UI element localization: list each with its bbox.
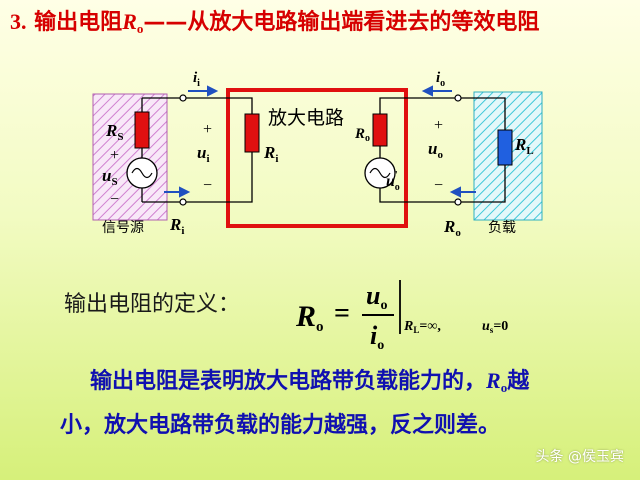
output-resistance-formula: Ro = uo io RL=∞, us=0 bbox=[295, 280, 508, 353]
input-plus: + bbox=[203, 121, 212, 138]
input-resistor-label: Ri bbox=[263, 143, 278, 165]
source-ac-icon bbox=[126, 157, 158, 189]
amplifier-label: 放大电路 bbox=[268, 107, 344, 129]
input-terminal-top bbox=[179, 94, 187, 102]
input-resistor bbox=[244, 113, 260, 153]
formula-lhs: Ro bbox=[295, 300, 324, 335]
source-resistor bbox=[134, 111, 150, 149]
formula-condition-source: us=0 bbox=[482, 319, 508, 335]
input-current-label: ii bbox=[193, 70, 200, 89]
output-plus: + bbox=[434, 117, 443, 134]
internal-source-label: u'o bbox=[386, 170, 400, 193]
output-terminal-top bbox=[454, 94, 462, 102]
formula-equals: = bbox=[334, 298, 350, 329]
description: 输出电阻是表明放大电路带负载能力的，Ro越 小，放大电路带负载的能力越强，反之则… bbox=[60, 362, 600, 445]
output-minus: − bbox=[434, 177, 443, 194]
description-line-1: 输出电阻是表明放大电路带负载能力的，Ro越 bbox=[60, 362, 600, 407]
output-resistor-label: Ro bbox=[354, 126, 370, 144]
load-resistor bbox=[497, 129, 513, 166]
title-symbol-sub: o bbox=[136, 21, 144, 36]
output-current-label: io bbox=[436, 70, 445, 89]
source-minus: − bbox=[110, 191, 119, 208]
output-port-label: Ro bbox=[443, 217, 461, 239]
circuit-diagram: 放大电路 RS + uS − 信号源 ii + ui − Ri Ri Ro u'… bbox=[92, 70, 543, 239]
output-resistor bbox=[372, 113, 388, 147]
description-line-2: 小，放大电路带负载的能力越强，反之则差。 bbox=[60, 413, 501, 438]
formula-denominator: io bbox=[370, 321, 384, 353]
slide-title: 3. 输出电阻Ro——从放大电路输出端看进去的等效电阻 bbox=[10, 4, 539, 40]
amplifier-box bbox=[226, 88, 408, 228]
output-terminal-bottom bbox=[454, 198, 462, 206]
output-voltage-label: uo bbox=[428, 139, 443, 161]
internal-ac-icon bbox=[364, 157, 396, 189]
formula-numerator: uo bbox=[366, 281, 387, 313]
title-prefix: 输出电阻 bbox=[34, 10, 123, 35]
input-port-label: Ri bbox=[169, 215, 184, 237]
source-plus: + bbox=[110, 147, 119, 164]
title-symbol: R bbox=[122, 9, 137, 34]
source-box bbox=[92, 93, 168, 221]
watermark: 头条 @侯玉宾 bbox=[535, 449, 624, 465]
source-resistor-label: RS bbox=[105, 121, 123, 143]
description-symbol-sub: o bbox=[500, 380, 508, 395]
input-minus: − bbox=[203, 177, 212, 194]
input-voltage-label: ui bbox=[197, 143, 210, 165]
source-label: 信号源 bbox=[102, 220, 144, 236]
formula-condition-load: RL=∞, bbox=[403, 319, 441, 335]
description-part-2: 越 bbox=[507, 369, 530, 394]
title-dash: —— bbox=[143, 10, 188, 35]
description-part-1: 输出电阻是表明放大电路带负载能力的， bbox=[90, 369, 487, 394]
load-resistor-label: RL bbox=[514, 135, 534, 157]
description-symbol: R bbox=[486, 368, 501, 393]
input-terminal-bottom bbox=[179, 198, 187, 206]
title-text: 从放大电路输出端看进去的等效电阻 bbox=[187, 10, 540, 35]
load-label: 负载 bbox=[488, 220, 516, 236]
definition-label: 输出电阻的定义： bbox=[64, 292, 241, 317]
title-number: 3. bbox=[10, 9, 27, 34]
source-voltage-label: uS bbox=[102, 166, 118, 188]
